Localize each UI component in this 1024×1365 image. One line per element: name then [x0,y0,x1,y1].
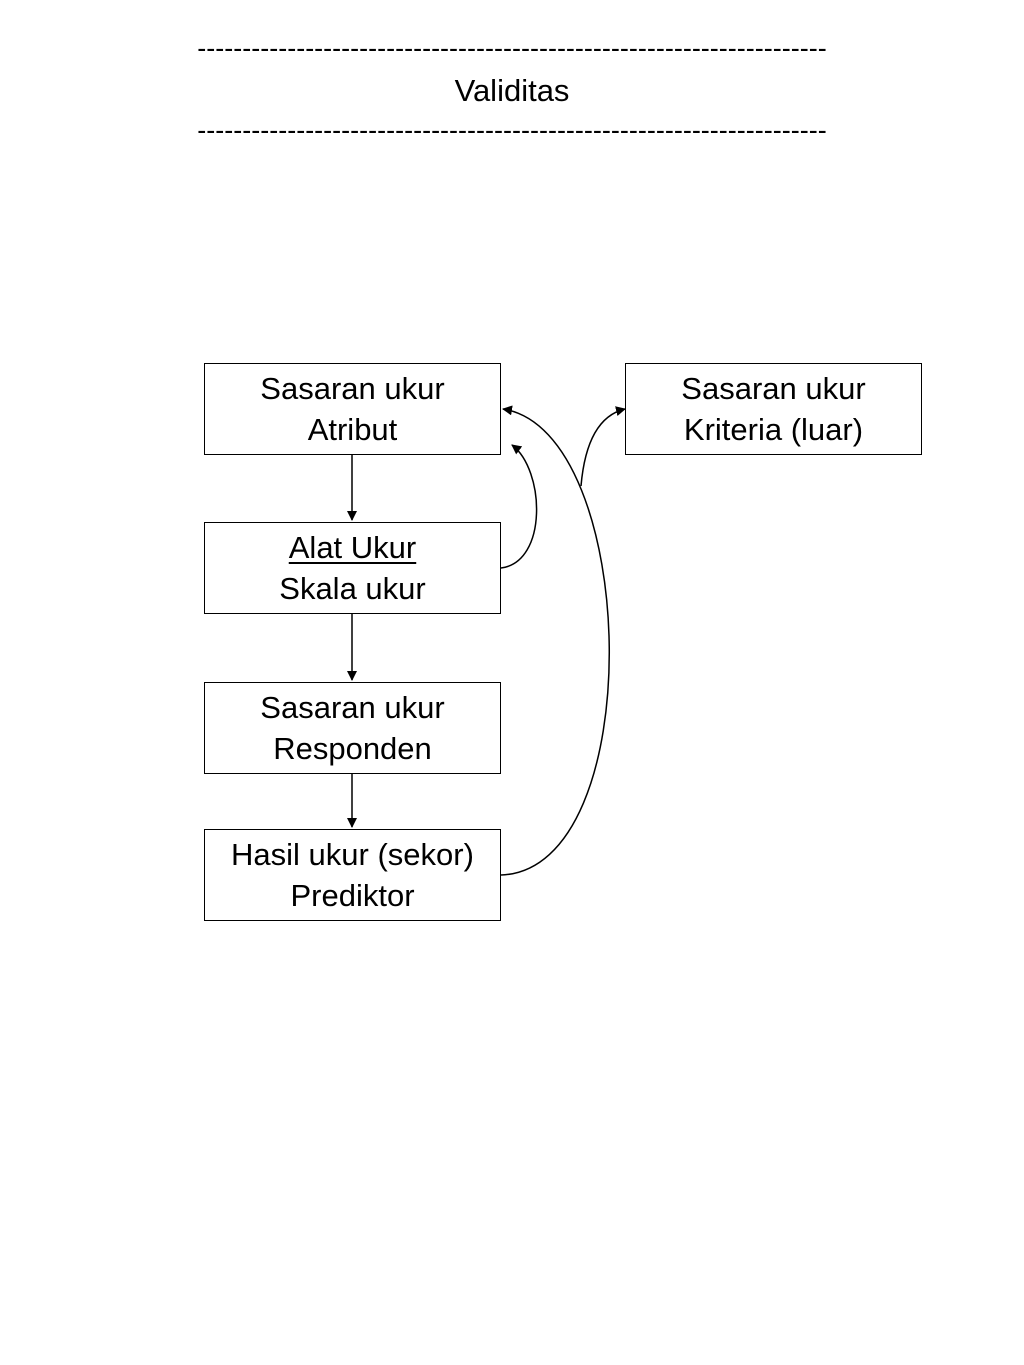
node-atribut-line1: Sasaran ukur [260,371,445,406]
node-responden-line1: Sasaran ukur [260,690,445,725]
node-sasaran-ukur-kriteria: Sasaran ukur Kriteria (luar) [625,363,922,455]
edge-alat-to-atribut [500,444,538,569]
edge-hasil-to-atribut [500,405,610,876]
header-rule-top: ----------------------------------------… [197,33,827,63]
node-sasaran-ukur-responden: Sasaran ukur Responden [204,682,501,774]
node-hasil-line2: Prediktor [290,878,415,913]
node-alat-line1: Alat Ukur [288,530,417,565]
node-hasil-ukur: Hasil ukur (sekor) Prediktor [204,829,501,921]
node-alat-line2: Skala ukur [279,571,426,606]
header-rule-bottom: ----------------------------------------… [197,115,827,145]
node-responden-line2: Responden [273,731,432,766]
page-title: Validitas [454,73,570,108]
node-sasaran-ukur-atribut: Sasaran ukur Atribut [204,363,501,455]
edge-hasil-to-kriteria [580,406,626,487]
node-hasil-line1: Hasil ukur (sekor) [231,837,474,872]
node-kriteria-line1: Sasaran ukur [681,371,866,406]
node-kriteria-line2: Kriteria (luar) [683,412,864,447]
node-atribut-line2: Atribut [307,412,398,447]
node-alat-ukur: Alat Ukur Skala ukur [204,522,501,614]
